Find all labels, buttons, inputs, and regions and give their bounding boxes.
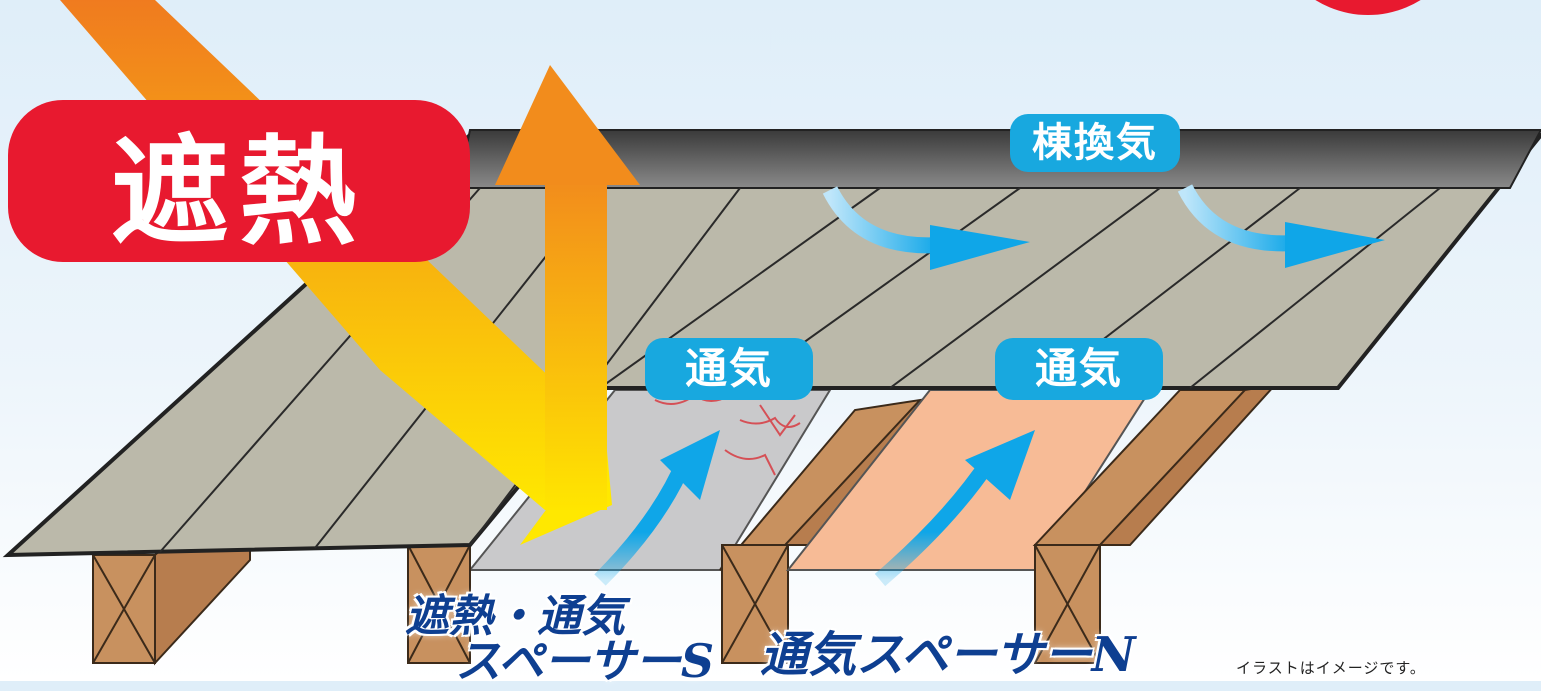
spacer-s-name-line2: スペーサーS: [455, 634, 715, 688]
sun-ray-reflect-head: [495, 65, 640, 185]
airflow-arrow: [594, 430, 720, 586]
airflow-arrow: [874, 430, 1035, 587]
illustration-note: イラストはイメージです。: [1236, 659, 1426, 677]
ventilation-label-left: 通気: [645, 338, 813, 400]
airflow-arrow: [1177, 184, 1385, 268]
airflow-arrow: [822, 186, 1030, 270]
spacer-n-name: 通気スペーサーN: [760, 627, 1136, 683]
red-circle-decoration: [1315, 0, 1421, 15]
sun-ray-reflect-shaft: [545, 180, 607, 510]
heat-shield-badge: 遮熱: [8, 100, 470, 262]
ventilation-label-right: 通気: [995, 338, 1163, 400]
ridge-vent-label: 棟換気: [1010, 114, 1180, 172]
spacer-s-name-line1: 遮熱・通気: [405, 591, 625, 642]
heat-shield-label: 遮熱: [110, 122, 367, 261]
